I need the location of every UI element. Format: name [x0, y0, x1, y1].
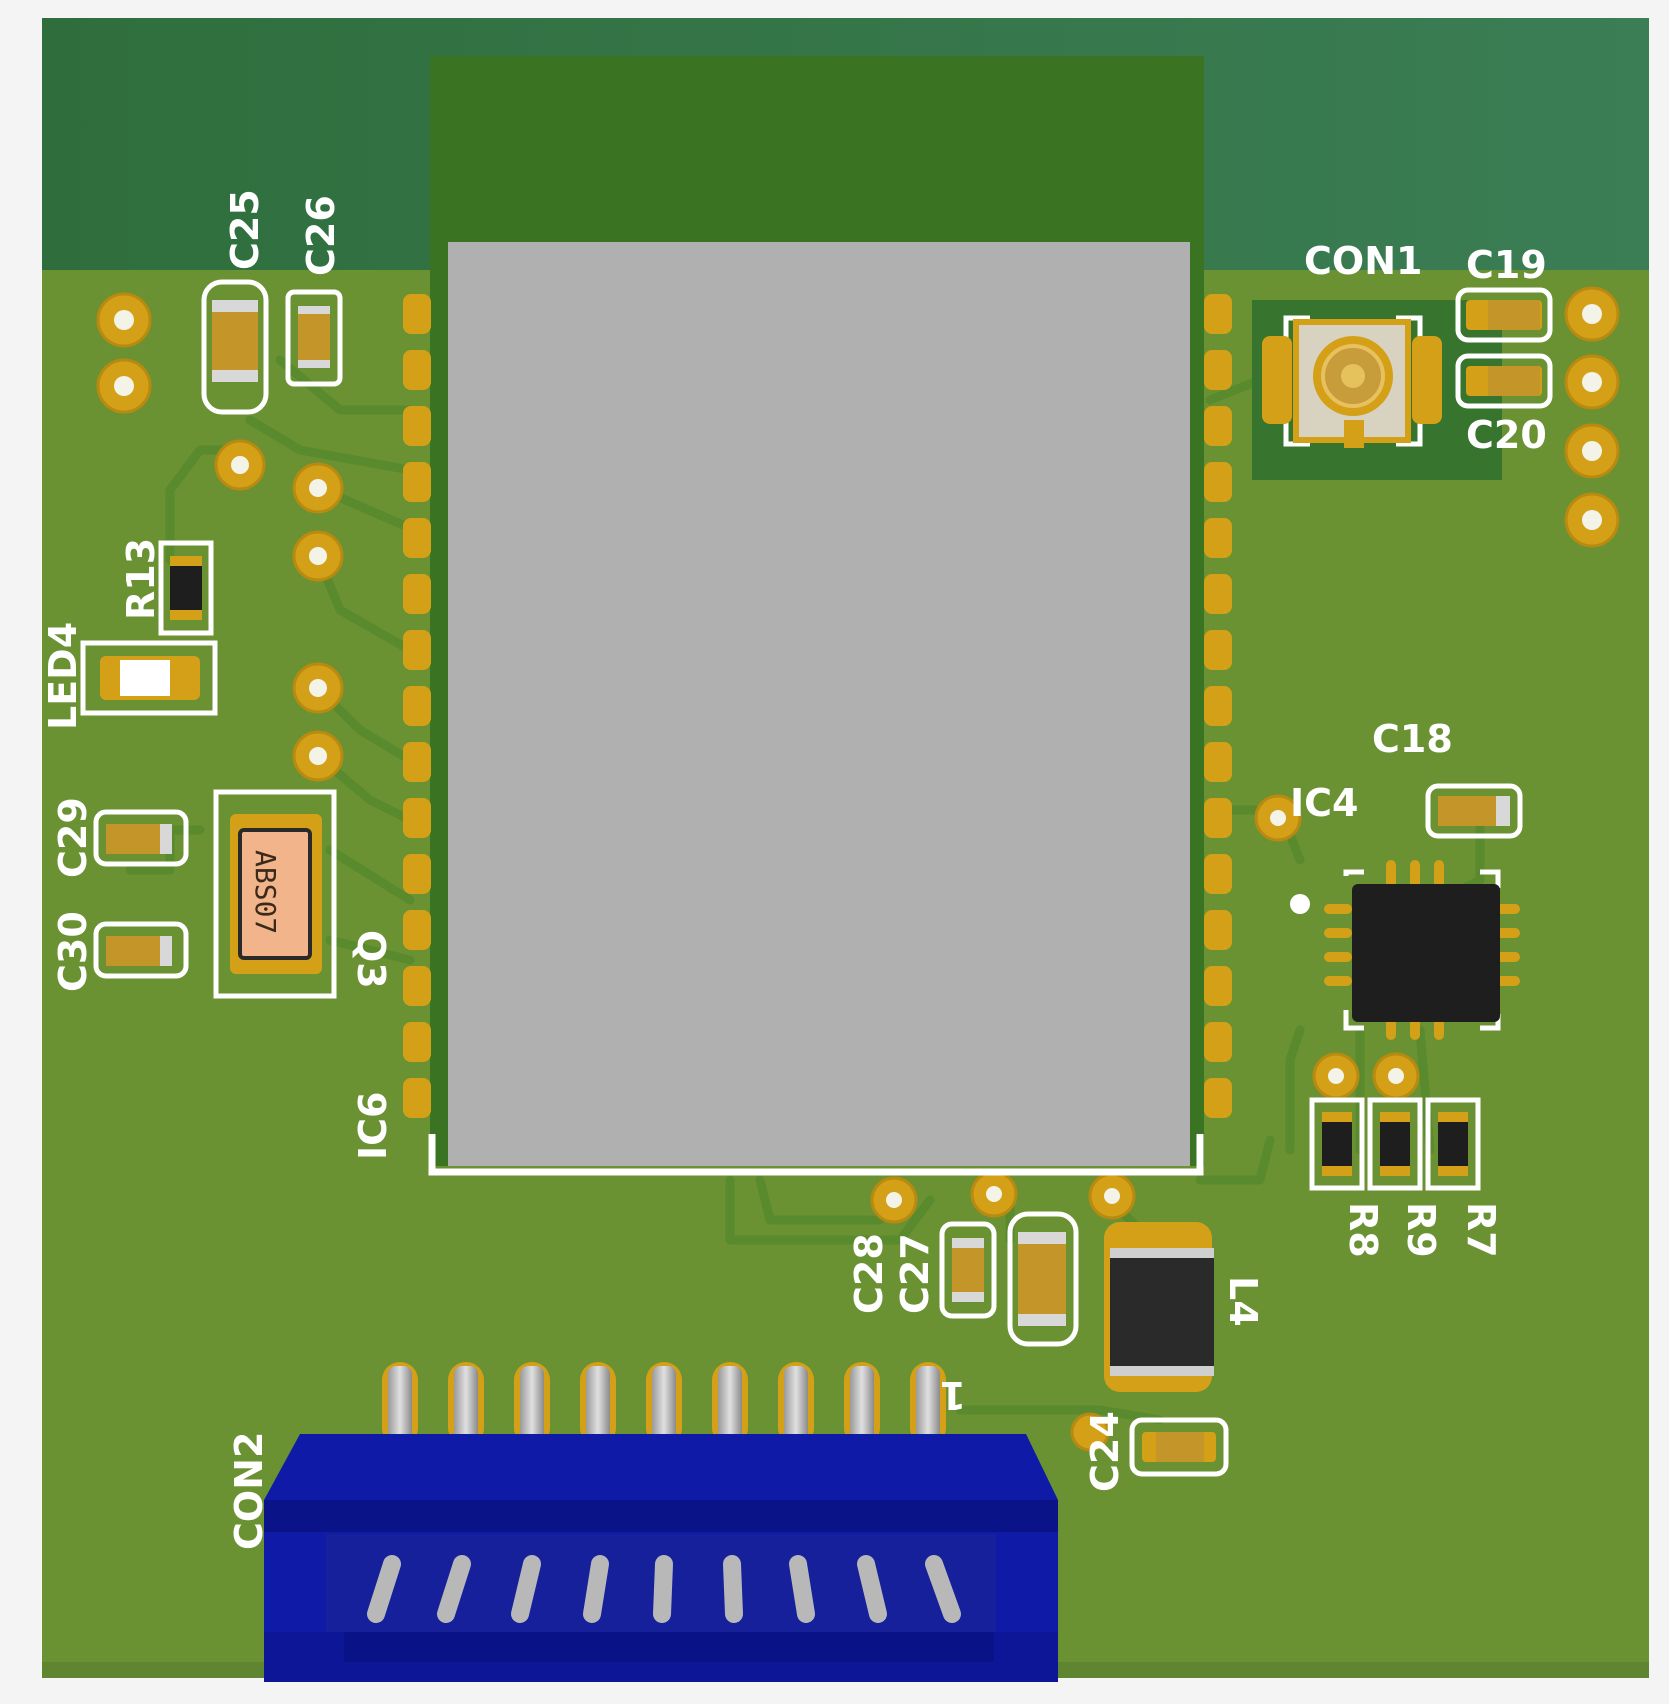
ic6-silkscreen-outline [428, 1134, 1204, 1176]
c24-capacitor [1129, 1417, 1229, 1477]
c26-capacitor [285, 289, 343, 387]
q3-crystal: ABS07 [213, 789, 337, 999]
c29-capacitor [93, 809, 189, 867]
ic6-right-pads [1204, 294, 1232, 1118]
con1-connector [1262, 315, 1442, 448]
label-c27: C27 [893, 1233, 937, 1314]
silkscreen-labels: C25 C26 R13 LED4 C29 C30 Q3 IC6 CON1 C19… [41, 189, 1547, 1550]
label-c18: C18 [1372, 717, 1453, 761]
label-led4: LED4 [41, 622, 85, 730]
c20-capacitor [1455, 353, 1553, 409]
c30-capacitor [93, 921, 189, 979]
label-r13: R13 [119, 538, 163, 620]
c18-capacitor [1425, 783, 1523, 839]
label-c25: C25 [223, 189, 267, 270]
label-pin1: 1 [940, 1373, 966, 1417]
label-con2: CON2 [227, 1432, 271, 1550]
r13-resistor [158, 540, 214, 636]
ic6-module [403, 56, 1232, 1176]
c25-capacitor [201, 279, 269, 415]
ic6-shield-can [448, 242, 1190, 1166]
label-r8: R8 [1341, 1202, 1385, 1258]
label-c28: C28 [847, 1233, 891, 1314]
label-con1: CON1 [1304, 239, 1422, 283]
c28-capacitor [939, 1221, 997, 1319]
c27-capacitor [1007, 1211, 1079, 1347]
l4-inductor [1104, 1222, 1214, 1392]
label-ic4: IC4 [1290, 781, 1358, 825]
label-c29: C29 [51, 797, 95, 878]
c19-capacitor [1455, 287, 1553, 343]
r8-resistor [1309, 1097, 1365, 1191]
label-l4: L4 [1221, 1276, 1265, 1327]
label-c30: C30 [51, 911, 95, 992]
crystal-marking: ABS07 [249, 850, 282, 934]
led4-led [80, 640, 218, 716]
label-r7: R7 [1459, 1202, 1503, 1258]
label-r9: R9 [1399, 1202, 1443, 1258]
r9-resistor [1367, 1097, 1423, 1191]
label-q3: Q3 [349, 930, 393, 989]
ic4-chip [1290, 860, 1520, 1040]
con2-pins-top [382, 1362, 946, 1446]
label-c19: C19 [1466, 243, 1547, 287]
label-c24: C24 [1083, 1411, 1127, 1492]
label-ic6: IC6 [351, 1092, 395, 1160]
con2-connector [264, 1362, 1058, 1682]
con2-pins-bottom [367, 1555, 961, 1623]
label-c20: C20 [1466, 413, 1547, 457]
ic6-left-pads [403, 294, 431, 1118]
label-c26: C26 [299, 195, 343, 276]
r7-resistor [1425, 1097, 1481, 1191]
